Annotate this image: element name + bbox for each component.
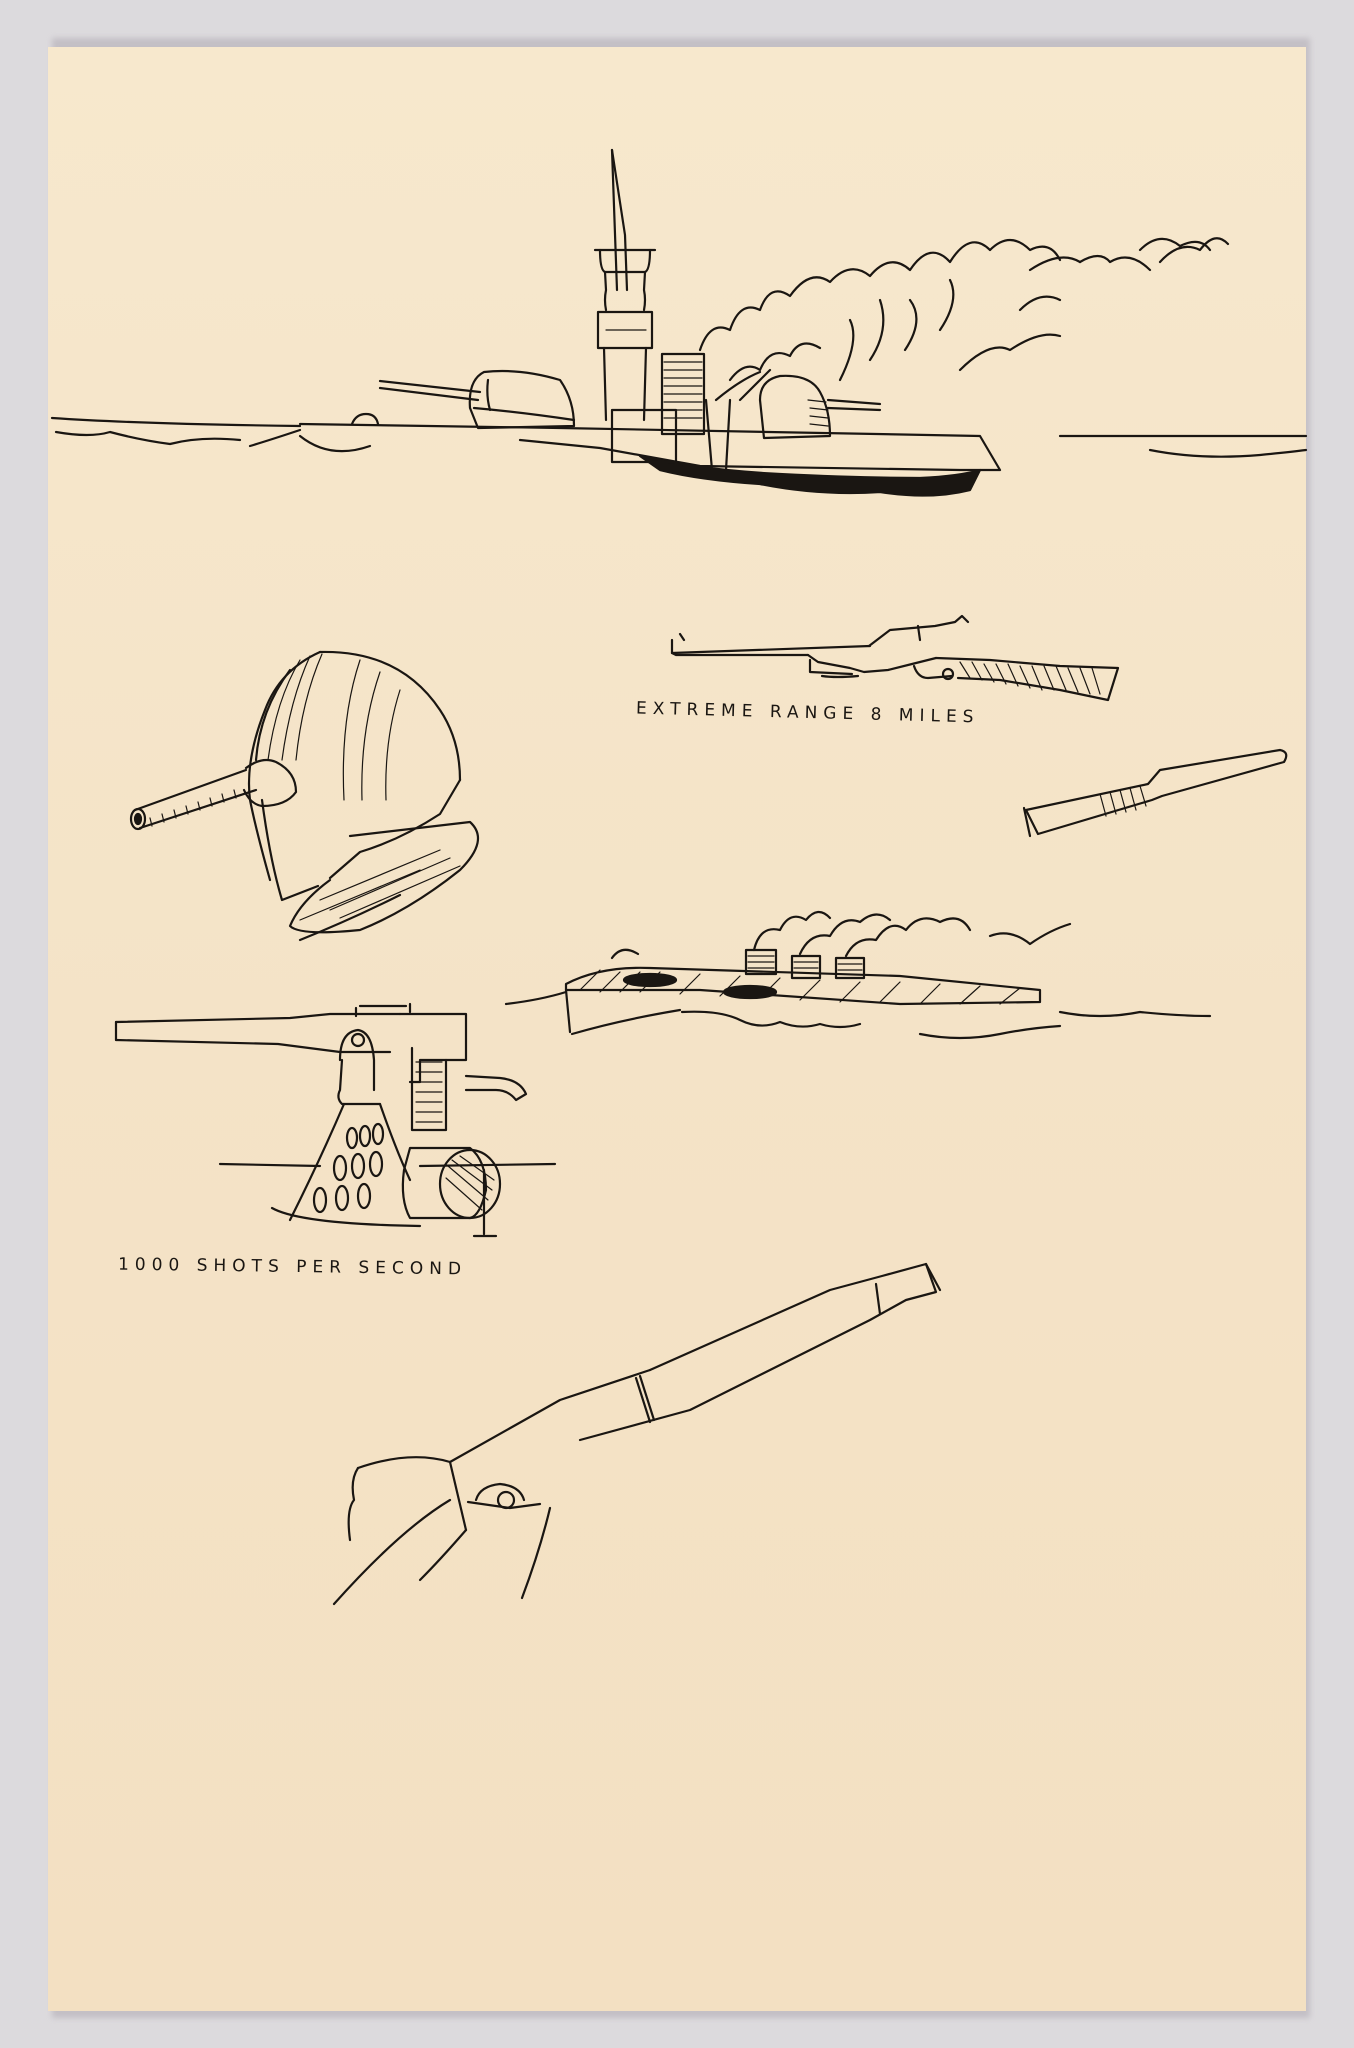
paper-sheet [48, 47, 1306, 2011]
rifle-sketch [670, 614, 1120, 702]
cartridge-sketch [1022, 748, 1288, 838]
warship-sketch [504, 910, 1212, 1040]
battleship-sketch [50, 148, 1308, 497]
machine-gun-sketch [114, 1002, 557, 1238]
cannon-sketch [332, 1262, 942, 1606]
turret-sketch [129, 650, 480, 942]
